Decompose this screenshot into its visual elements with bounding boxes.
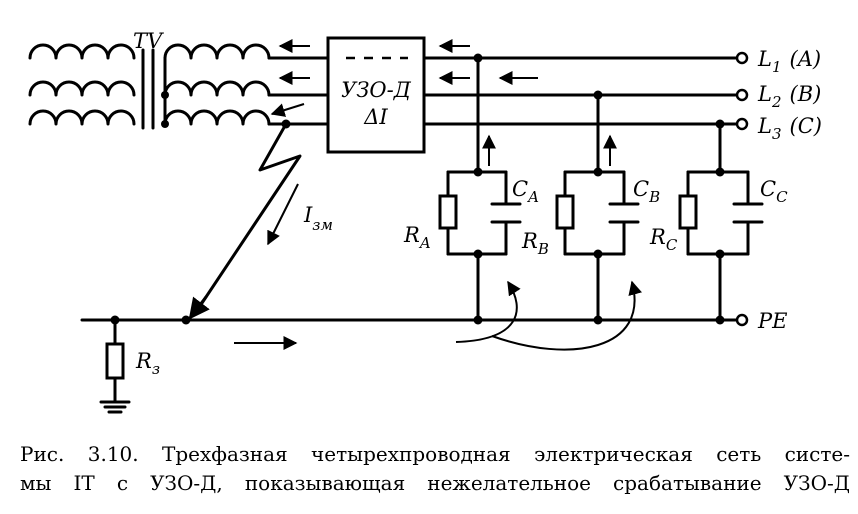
label-rb: RB	[521, 229, 549, 258]
terminal-l3	[735, 117, 749, 131]
fault-path	[188, 119, 302, 320]
label-cc: CC	[760, 177, 788, 206]
phase-lines	[422, 56, 738, 126]
branch-a	[438, 56, 522, 325]
phase-l3-label: L3(C)	[757, 114, 822, 143]
label-rc: RC	[649, 225, 678, 254]
phase-l2-label: L2(B)	[757, 82, 821, 111]
terminal-pe	[735, 313, 749, 327]
branch-b	[555, 93, 640, 325]
caption-line-2: мы IT с УЗО-Д, показывающая нежелательно…	[20, 471, 850, 495]
leak-current-arrow	[267, 183, 299, 246]
branch-c	[678, 122, 764, 325]
return-current-arrow-b	[491, 280, 642, 351]
ground-resistor	[99, 318, 131, 414]
label-cb: CB	[633, 177, 660, 206]
terminal-l1	[735, 51, 749, 65]
secondary-to-rcd-wires	[267, 56, 330, 126]
phase-l1-label: L1(A)	[757, 47, 821, 76]
transformer-core	[141, 48, 155, 130]
pe-label: PE	[757, 309, 787, 333]
label-rz: Rз	[135, 349, 160, 378]
circuit-diagram: TV УЗО-Д ΔI L1(A) L2(B) L3(C)	[28, 29, 822, 414]
leak-current-label: Iзм	[303, 203, 333, 234]
caption-line-1: Рис. 3.10. Трехфазная четырехпроводная э…	[20, 442, 850, 466]
junction-fault	[181, 315, 191, 325]
figure-caption: Рис. 3.10. Трехфазная четырехпроводная э…	[20, 440, 850, 498]
rcd-label: УЗО-Д	[341, 78, 412, 102]
transformer-primary-windings	[28, 43, 136, 126]
label-ra: RA	[403, 223, 431, 252]
transformer-label: TV	[133, 29, 164, 53]
return-current-arrow-a	[455, 280, 521, 343]
transformer-secondary-windings	[161, 43, 271, 128]
label-ca: CA	[512, 177, 539, 206]
rcd-delta-label: ΔI	[363, 105, 388, 129]
terminal-l2	[735, 88, 749, 102]
current-arrow	[270, 103, 305, 117]
